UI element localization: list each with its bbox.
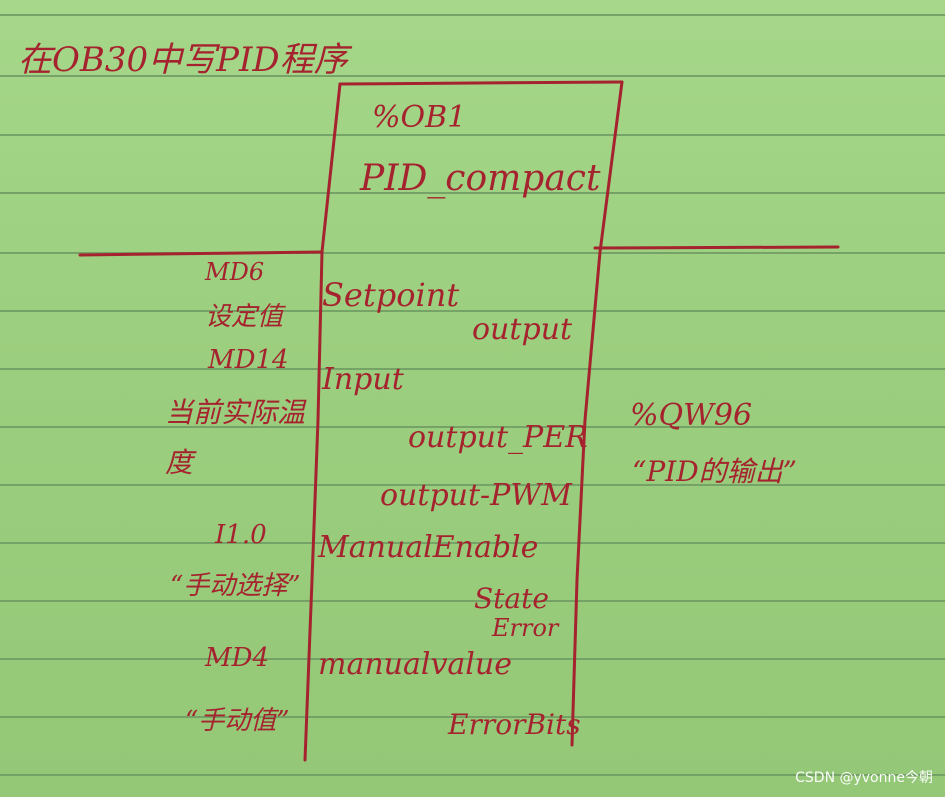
ruled-line — [0, 426, 945, 428]
ruled-line — [0, 658, 945, 660]
input-description: “手动选择” — [170, 571, 301, 601]
output-pin: output — [472, 312, 573, 347]
block-right-edge — [570, 80, 624, 747]
input-description: “手动值” — [185, 706, 290, 736]
output-pin: Error — [492, 614, 559, 642]
output-address: %QW96 — [630, 398, 753, 433]
ruled-line — [0, 75, 945, 77]
ruled-line — [0, 192, 945, 194]
block-top-edge — [338, 80, 624, 86]
input-pin: manualvalue — [318, 647, 512, 682]
ruled-line — [0, 134, 945, 136]
input-address: I1.0 — [215, 520, 267, 550]
input-address: MD4 — [205, 643, 270, 673]
input-pin: ManualEnable — [318, 530, 539, 565]
output-pin: State — [474, 582, 549, 615]
output-pin: output-PWM — [380, 478, 572, 513]
ruled-line — [0, 716, 945, 718]
block-name: PID_compact — [360, 158, 601, 199]
input-address: MD6 — [205, 258, 265, 286]
output-description: “PID的输出” — [632, 455, 797, 488]
right-power-rail — [593, 245, 840, 250]
input-pin: Input — [322, 362, 404, 397]
ruled-line — [0, 774, 945, 776]
output-pin: ErrorBits — [448, 708, 581, 741]
ruled-line — [0, 600, 945, 602]
input-description: 设定值 — [205, 302, 284, 332]
input-pin: Setpoint — [322, 276, 460, 314]
ruled-line — [0, 484, 945, 486]
input-description: 当前实际温度 — [165, 396, 306, 479]
ruled-line — [0, 542, 945, 544]
ruled-line — [0, 252, 945, 254]
page-title: 在OB30中写PID程序 — [18, 40, 348, 80]
block-left-edge — [303, 82, 342, 762]
left-power-rail — [78, 250, 324, 257]
watermark: CSDN @yvonne今朝 — [795, 770, 933, 786]
output-pin: output_PER — [408, 420, 588, 455]
ruled-line — [0, 368, 945, 370]
block-number: %OB1 — [372, 100, 467, 135]
ruled-line — [0, 14, 945, 16]
ruled-line — [0, 310, 945, 312]
input-address: MD14 — [208, 345, 289, 375]
